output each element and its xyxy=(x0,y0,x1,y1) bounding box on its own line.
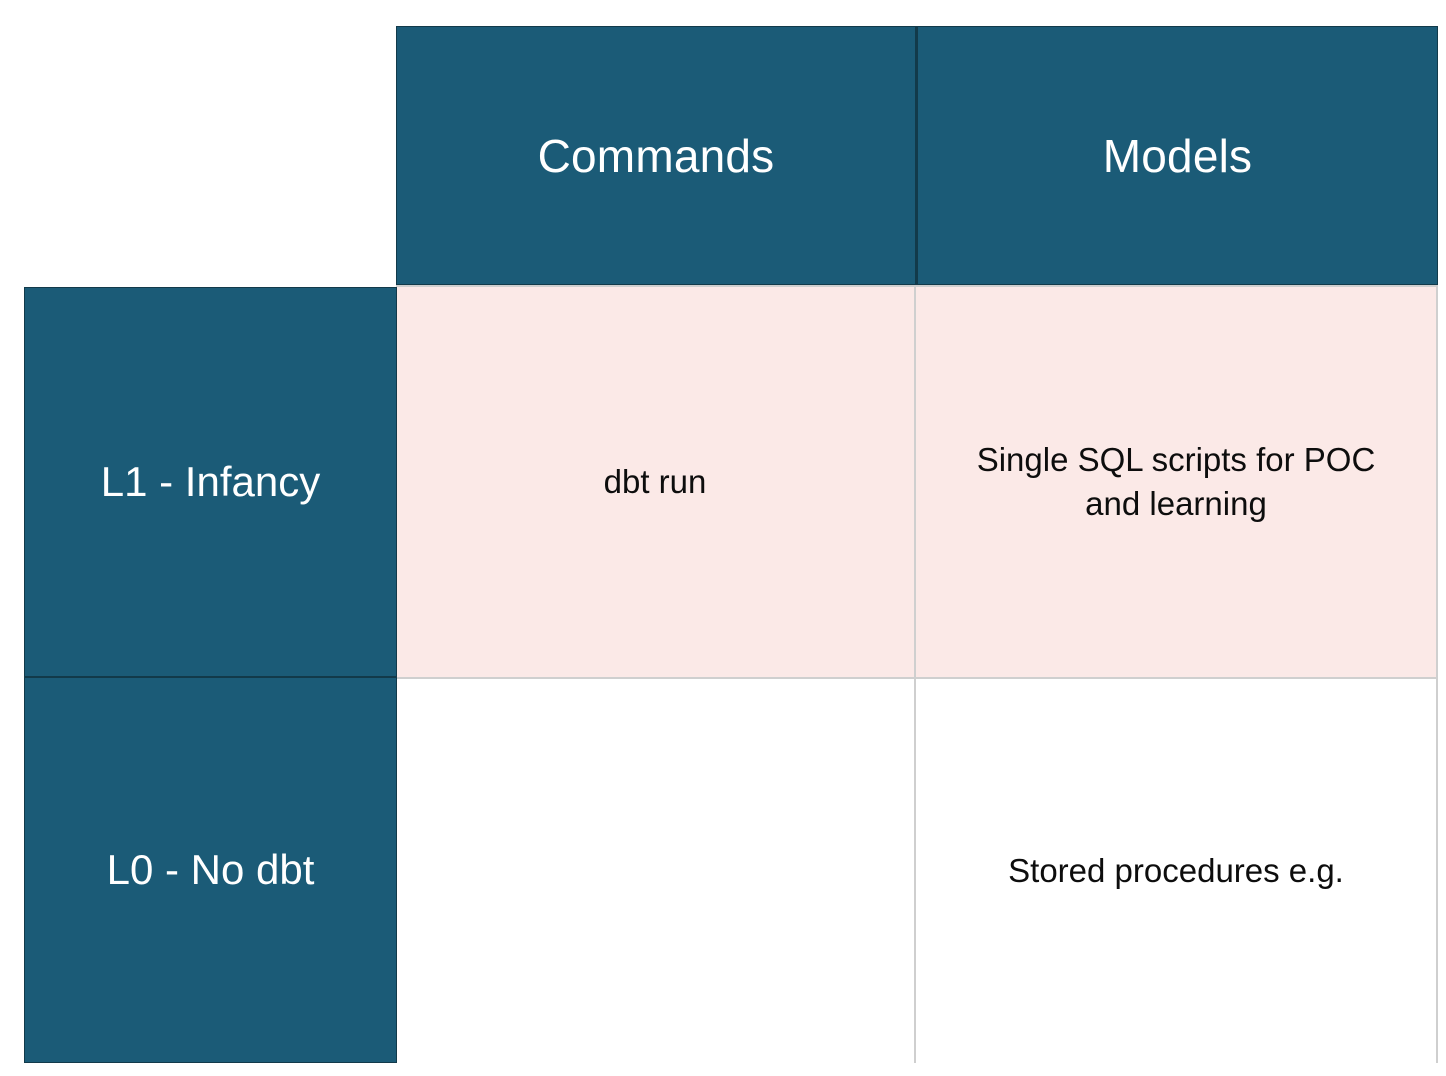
column-header-row: Commands Models xyxy=(396,26,1438,285)
row-header-l1-infancy[interactable]: L1 - Infancy xyxy=(24,287,397,677)
cell-l1-commands[interactable]: dbt run xyxy=(396,285,914,677)
row-header-l0-no-dbt[interactable]: L0 - No dbt xyxy=(24,677,397,1063)
table-row: Stored procedures e.g. xyxy=(396,677,1436,1063)
matrix-body: dbt run Single SQL scripts for POC and l… xyxy=(396,285,1438,1063)
cell-l0-models[interactable]: Stored procedures e.g. xyxy=(914,677,1436,1063)
cell-text: Stored procedures e.g. xyxy=(1008,852,1344,890)
cell-l0-commands[interactable] xyxy=(396,677,914,1063)
cell-text: dbt run xyxy=(603,463,707,501)
row-header-label: L0 - No dbt xyxy=(106,846,315,893)
column-header-commands[interactable]: Commands xyxy=(397,27,915,284)
column-header-label: Commands xyxy=(537,129,775,182)
cell-text: Single SQL scripts for POC and learning xyxy=(976,441,1376,522)
table-row: dbt run Single SQL scripts for POC and l… xyxy=(396,285,1436,677)
column-header-label: Models xyxy=(1102,129,1253,182)
cell-l1-models[interactable]: Single SQL scripts for POC and learning xyxy=(914,285,1436,677)
column-header-models[interactable]: Models xyxy=(915,27,1437,284)
row-header-label: L1 - Infancy xyxy=(100,458,321,505)
